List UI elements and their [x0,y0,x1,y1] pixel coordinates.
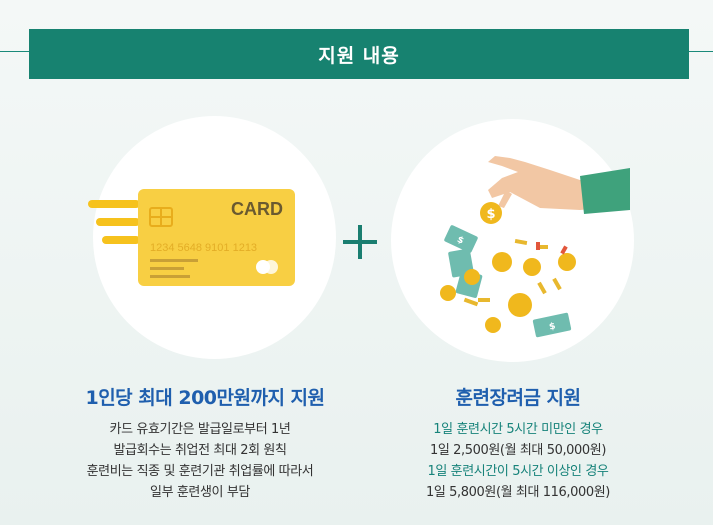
svg-text:$: $ [486,207,495,222]
right-description: 1일 훈련시간 5시간 미만인 경우 1일 2,500원(월 최대 50,000… [393,419,643,503]
plus-icon [340,222,380,262]
chip-icon [149,207,173,227]
right-item1-value: 1일 2,500원(월 최대 50,000원) [429,443,607,458]
section-banner: 지원 내용 [29,29,689,79]
right-item2-title: 1일 훈련시간이 5시간 이상인 경우 [427,464,609,479]
sparkle-mark [536,242,540,250]
bill-label-2: $ [548,321,556,332]
left-line-4: 일부 훈련생이 부담 [150,485,250,500]
coin-icon: $ [480,202,502,224]
left-line-3: 훈련비는 직종 및 훈련기관 취업률에 따라서 [86,464,314,479]
right-heading: 훈련장려금 지원 [455,387,581,409]
right-item1-title: 1일 훈련시간 5시간 미만인 경우 [433,422,603,437]
card-number: 1234 5648 9101 1213 [150,242,257,254]
card-brand-logo-icon [256,260,278,274]
card-label: CARD [231,199,283,219]
hand-icon [488,156,630,214]
right-item2-value: 1일 5,800원(월 최대 116,000원) [426,485,610,500]
credit-card-illustration: CARD 1234 5648 9101 1213 [88,189,295,286]
coins-and-hand-illustration: $ $ $ [440,156,630,338]
left-heading: 1인당 최대 200만원까지 지원 [85,387,325,409]
banner-title: 지원 내용 [318,44,400,67]
left-description: 카드 유효기간은 발급일로부터 1년 발급회수는 취업전 최대 2회 원칙 훈련… [50,419,350,503]
coins-group-icon [440,252,576,333]
dollar-bill-icon: $ $ [444,225,572,338]
left-line-2: 발급회수는 취업전 최대 2회 원칙 [113,443,287,458]
bill-label-1: $ [455,235,465,247]
speed-lines-icon [88,200,140,244]
left-line-1: 카드 유효기간은 발급일로부터 1년 [109,422,291,437]
